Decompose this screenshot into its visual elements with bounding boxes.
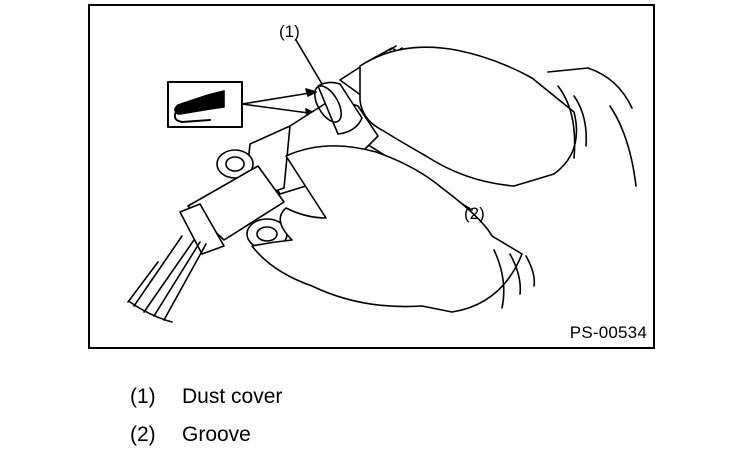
figure-frame: (1) (2) PS-00534 [88, 4, 655, 349]
legend-number: (1) [130, 385, 156, 408]
legend-item: (1) Dust cover [130, 378, 282, 416]
figure-id-label: PS-00534 [569, 323, 647, 342]
legend-text: Groove [182, 423, 251, 446]
legend-item: (2) Groove [130, 416, 282, 454]
legend: (1) Dust cover (2) Groove [130, 378, 282, 454]
steering-gearbox-illustration [127, 39, 637, 323]
callout-1: (1) [279, 22, 300, 41]
legend-number: (2) [130, 423, 156, 446]
grease-gun-icon [167, 81, 243, 128]
legend-text: Dust cover [182, 385, 283, 408]
callout-2: (2) [464, 204, 485, 223]
